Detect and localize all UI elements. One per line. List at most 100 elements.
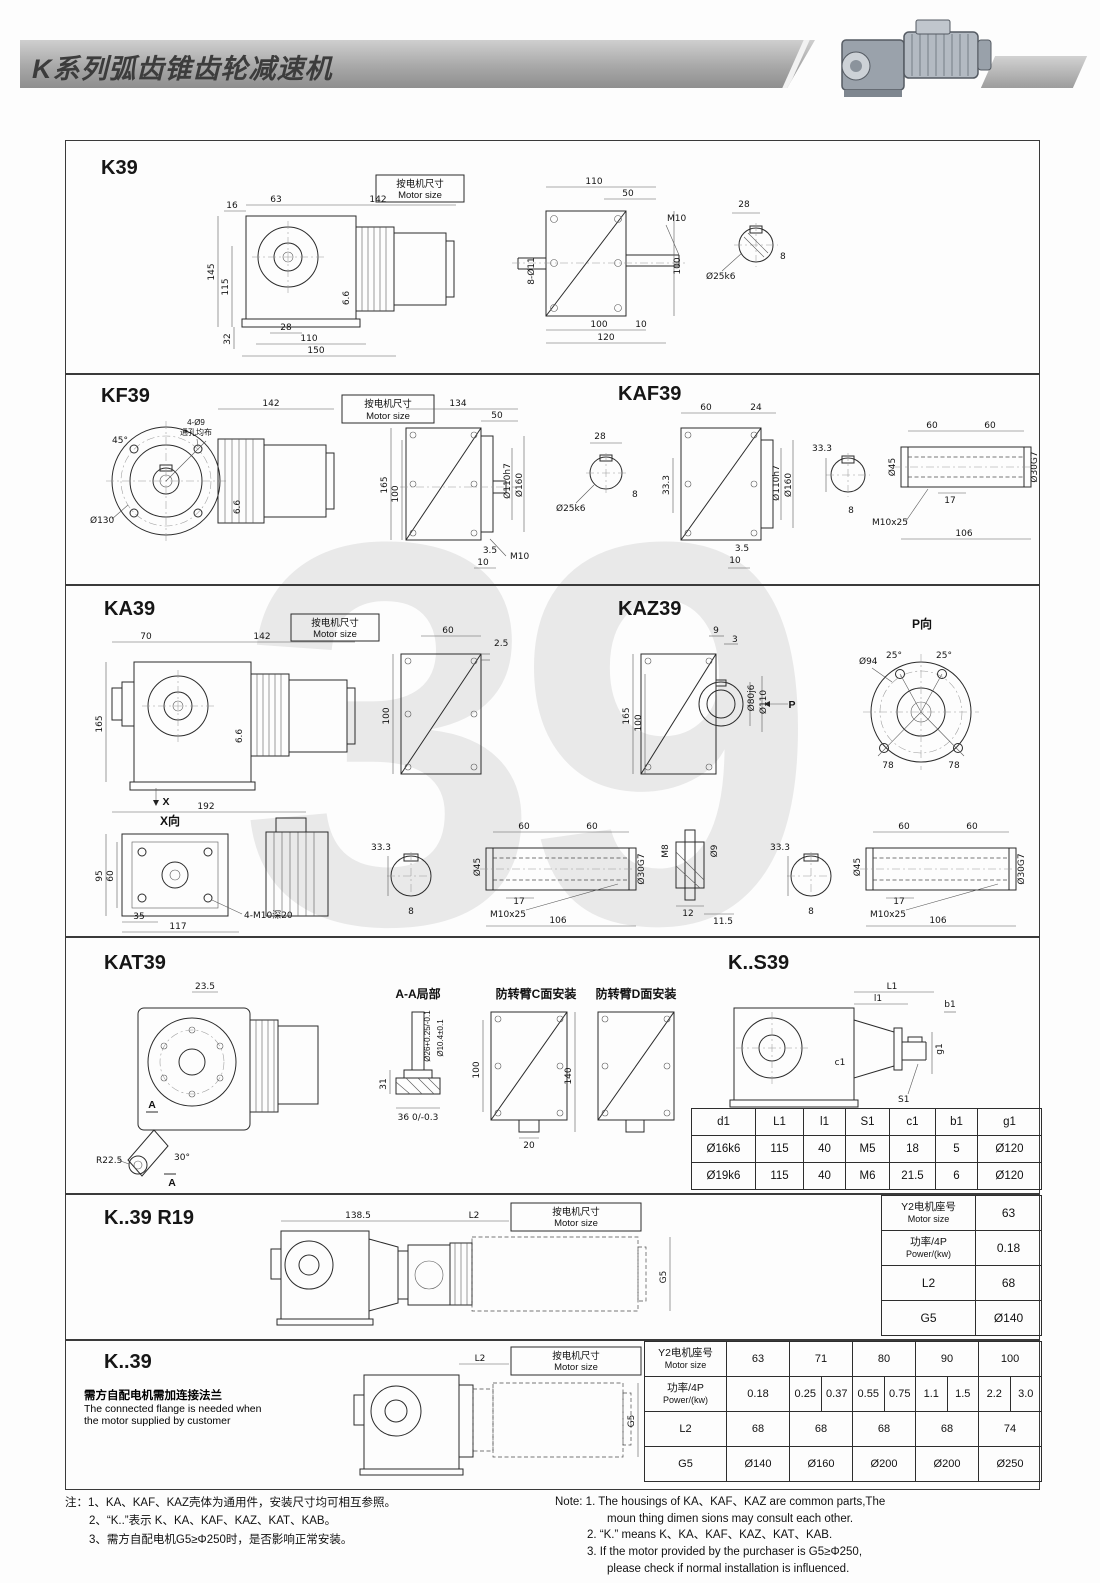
dim-label: Ø30G7	[1016, 853, 1027, 884]
dim-label: c1	[835, 1058, 846, 1068]
table-cell: 18	[889, 1135, 936, 1163]
table-row: L2 68 68 68 68 74	[644, 1411, 1043, 1447]
dim-label: L1	[887, 982, 898, 992]
dim-label: 134	[449, 399, 466, 409]
k39-drawings: 按电机尺寸 Motor size 16 63 142 145 115 32 6.…	[207, 174, 786, 357]
dim-label: Ø30G7	[1029, 451, 1040, 482]
dim-label: 138.5	[345, 1211, 371, 1221]
hollow-shaft-left	[480, 831, 642, 927]
dim-label: 63	[270, 195, 281, 205]
table-cell: Ø120	[977, 1135, 1042, 1163]
dim-label: 106	[549, 916, 566, 926]
k39-motor-size-box: 按电机尺寸 Motor size	[375, 174, 465, 203]
motor-size-label-en: Motor size	[366, 411, 410, 422]
dim-label: M10x25	[870, 910, 906, 920]
k39-shaft-section	[721, 212, 778, 272]
table-cell: L2	[644, 1411, 727, 1447]
table-header-cell: g1	[977, 1108, 1042, 1136]
table-cell: Ø250	[977, 1446, 1043, 1482]
section-kf39-kaf39: KF39 KAF39 按电机尺寸	[66, 373, 1041, 584]
dim-label: Ø9	[709, 844, 720, 857]
table-cell: 115	[755, 1162, 804, 1190]
motor-size-label-en: Motor size	[313, 629, 357, 640]
dim-label: 142	[253, 632, 270, 642]
section-title-kf39: KF39	[101, 385, 150, 407]
table-cell: 90	[915, 1341, 979, 1377]
table-row: L2 68	[881, 1265, 1042, 1301]
k39-r19-assembly	[270, 1220, 671, 1326]
dim-label: Ø110	[758, 690, 769, 715]
aa-detail-drawing	[389, 1011, 441, 1109]
bushing-detail	[675, 829, 734, 915]
dim-label: 100	[472, 1061, 482, 1078]
dim-label: 25°	[936, 651, 952, 661]
dim-label: 17	[893, 897, 904, 907]
table-row: Ø16k6 115 40 M5 18 5 Ø120	[691, 1135, 1042, 1163]
ks39-side-view	[729, 991, 956, 1108]
dim-label: 78	[882, 761, 894, 771]
section-mark-a: A	[148, 1099, 156, 1111]
dim-label: L2	[469, 1211, 480, 1221]
dim-label: 6.6	[342, 291, 352, 306]
note-line: Note: 1. The housings of KA、KAF、KAZ are …	[555, 1496, 886, 1508]
kr19-motor-size-box: 按电机尺寸 Motor size	[510, 1202, 642, 1232]
table-cell: 80	[852, 1341, 916, 1377]
dim-label: 8	[632, 490, 638, 500]
section-title-ks39: K..S39	[728, 952, 790, 974]
section-divider	[66, 373, 1039, 375]
dim-label: Ø45	[887, 458, 898, 477]
dim-label: 8	[408, 907, 414, 917]
ka39-kaz39-drawings: 按电机尺寸 Motor size 70 142 165 6.6 192 X 60	[95, 613, 1027, 933]
dim-label: 8	[808, 907, 814, 917]
dim-label: 110	[585, 177, 602, 187]
dim-label: Ø130	[90, 515, 115, 526]
dim-label: 60	[700, 403, 712, 413]
dim-label: 95	[95, 870, 105, 881]
dim-label: 33.3	[662, 475, 672, 495]
dim-label: Ø80j6	[746, 684, 757, 711]
table-cell: 40	[803, 1162, 846, 1190]
kf39-side-view	[390, 408, 525, 569]
dim-label: Ø25k6	[556, 503, 586, 514]
dim-label: S1	[898, 1095, 909, 1105]
dim-label: b1	[944, 1000, 955, 1010]
table-cell: 0.25	[789, 1376, 822, 1412]
dim-label: 145	[207, 263, 217, 280]
table-cell: 74	[977, 1411, 1043, 1447]
dim-label: 3	[732, 635, 738, 645]
table-cell: 3.0	[1009, 1376, 1043, 1412]
section-title-k39-plain: K..39	[104, 1351, 152, 1373]
table-cell: Ø140	[726, 1446, 790, 1482]
table-header-cell: l1	[803, 1108, 846, 1136]
dim-label: 24	[750, 403, 762, 413]
section-title-k39: K39	[101, 157, 138, 179]
note-line: moun thing dimen sions may consult each …	[607, 1512, 854, 1525]
table-cell: Ø160	[789, 1446, 853, 1482]
dim-label: 31	[379, 1078, 389, 1089]
dim-label: 8	[848, 506, 854, 516]
table-cell: Ø140	[975, 1300, 1042, 1336]
dim-label: M10	[510, 552, 529, 562]
motor-size-label-cn: 按电机尺寸	[552, 1350, 600, 1362]
dim-label: R22.5	[96, 1156, 122, 1166]
kf39-flange-view	[106, 408, 335, 541]
dim-label: 60	[898, 822, 910, 832]
dim-label: 8-Ø11	[526, 257, 537, 285]
flange-note-cn: 需方自配电机需加连接法兰	[84, 1390, 222, 1402]
table-cell: 63	[726, 1341, 790, 1377]
table-cell: G5	[881, 1300, 976, 1336]
section-divider	[66, 1339, 1039, 1341]
dim-label: Ø110h7	[771, 465, 782, 501]
dim-label: Ø45	[472, 858, 483, 877]
section-ka39-kaz39: KA39 KAZ39	[66, 584, 1041, 936]
dim-label: 60	[518, 822, 530, 832]
dim-label: 117	[169, 922, 186, 932]
table-cell: 0.75	[883, 1376, 916, 1412]
dim-label: 10	[729, 556, 741, 566]
arm-d-drawing	[597, 1011, 675, 1133]
